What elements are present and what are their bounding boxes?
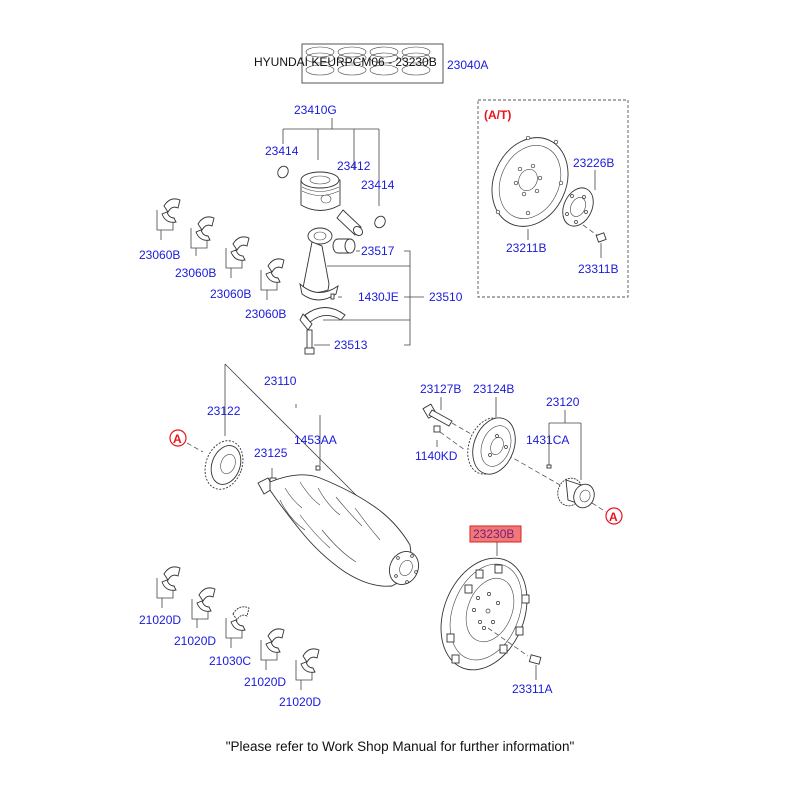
conrod-bushing[interactable]: [332, 238, 356, 254]
label-1430JE[interactable]: 1430JE: [358, 290, 399, 304]
flywheel[interactable]: [425, 545, 543, 683]
ring-set-frame: [301, 43, 444, 84]
label-23110[interactable]: 23110: [264, 374, 297, 388]
label-23311B[interactable]: 23311B: [578, 262, 618, 276]
bearing-shell[interactable]: [190, 216, 215, 249]
label-23125[interactable]: 23125: [254, 446, 288, 460]
piston-ring-set[interactable]: [301, 43, 444, 84]
label-23122[interactable]: 23122: [207, 404, 241, 418]
drive-plate-adapter[interactable]: [557, 183, 599, 231]
label-23311A[interactable]: 23311A: [512, 682, 552, 696]
crank-pin[interactable]: [315, 465, 321, 471]
footnote: "Please refer to Work Shop Manual for fu…: [225, 739, 575, 754]
bearing-shell[interactable]: [225, 606, 250, 639]
highlighted-part-label[interactable]: 23230B: [469, 525, 522, 543]
piston-pin[interactable]: [336, 209, 364, 237]
label-1453AA[interactable]: 1453AA: [294, 433, 337, 447]
washer-pin[interactable]: [433, 425, 441, 433]
bearing-shell[interactable]: [156, 566, 181, 599]
label-21020D-1[interactable]: 21020D: [139, 613, 181, 627]
conrod-bolt[interactable]: [304, 329, 315, 355]
label-23211B[interactable]: 23211B: [506, 241, 546, 255]
snap-ring-left[interactable]: [276, 164, 291, 179]
conrod-pin[interactable]: [330, 293, 335, 300]
label-23060B-3[interactable]: 23060B: [210, 287, 251, 301]
label-23410G[interactable]: 23410G: [294, 103, 337, 117]
label-23414-left[interactable]: 23414: [265, 144, 299, 158]
piston[interactable]: [300, 171, 341, 211]
snap-ring-right[interactable]: [373, 214, 388, 229]
conrod-bearings-upper: [156, 198, 285, 291]
woodruff-key[interactable]: [546, 464, 552, 469]
bearing-shell[interactable]: [191, 587, 216, 620]
bearing-shell[interactable]: [156, 198, 181, 231]
ref-marker-a-right[interactable]: A: [605, 507, 623, 525]
at-section-frame: [477, 99, 629, 298]
svg-text:A: A: [173, 432, 182, 446]
label-1431CA[interactable]: 1431CA: [526, 433, 569, 447]
label-1140KD[interactable]: 1140KD: [415, 449, 458, 463]
flywheel-bolt[interactable]: [528, 654, 542, 665]
main-bearings: [156, 566, 320, 681]
label-21020D-3[interactable]: 21020D: [244, 675, 286, 689]
bearing-shell[interactable]: [260, 258, 285, 291]
timing-sprocket[interactable]: [199, 435, 250, 494]
highlight-box: [469, 525, 522, 543]
drive-plate[interactable]: [478, 125, 582, 239]
label-21020D-2[interactable]: 21020D: [174, 634, 216, 648]
at-section-label: (A/T): [484, 108, 511, 122]
bearing-shell[interactable]: [260, 628, 285, 661]
ref-marker-a-left[interactable]: A: [169, 429, 187, 447]
bearing-shell[interactable]: [225, 236, 250, 269]
label-23412[interactable]: 23412: [337, 159, 371, 173]
label-23127B[interactable]: 23127B: [420, 382, 461, 396]
label-23120[interactable]: 23120: [546, 395, 580, 409]
conrod-cap[interactable]: [299, 307, 346, 331]
label-23124B[interactable]: 23124B: [473, 382, 514, 396]
drive-plate-bolt[interactable]: [582, 224, 607, 243]
label-23517[interactable]: 23517: [361, 244, 395, 258]
connecting-rod[interactable]: [299, 227, 339, 301]
svg-text:A: A: [609, 510, 618, 524]
damper-pulley[interactable]: [460, 412, 522, 480]
pulley-bolt[interactable]: [422, 403, 453, 427]
label-23060B-4[interactable]: 23060B: [245, 307, 286, 321]
crank-sprocket[interactable]: [554, 475, 598, 511]
bearing-shell[interactable]: [295, 648, 320, 681]
label-23226B[interactable]: 23226B: [573, 156, 614, 170]
label-21030C[interactable]: 21030C: [209, 654, 251, 668]
label-23040A[interactable]: 23040A: [447, 58, 488, 72]
label-23513[interactable]: 23513: [334, 338, 368, 352]
label-23230B: 23230B: [473, 527, 514, 541]
label-21020D-4[interactable]: 21020D: [279, 695, 321, 709]
crankshaft[interactable]: [257, 474, 424, 590]
label-23060B-1[interactable]: 23060B: [139, 248, 180, 262]
label-23060B-2[interactable]: 23060B: [175, 266, 216, 280]
label-23510[interactable]: 23510: [429, 290, 463, 304]
label-23414-right[interactable]: 23414: [361, 178, 395, 192]
title-overlay: HYUNDAI KEURPCM06 - 23230B: [254, 55, 437, 69]
